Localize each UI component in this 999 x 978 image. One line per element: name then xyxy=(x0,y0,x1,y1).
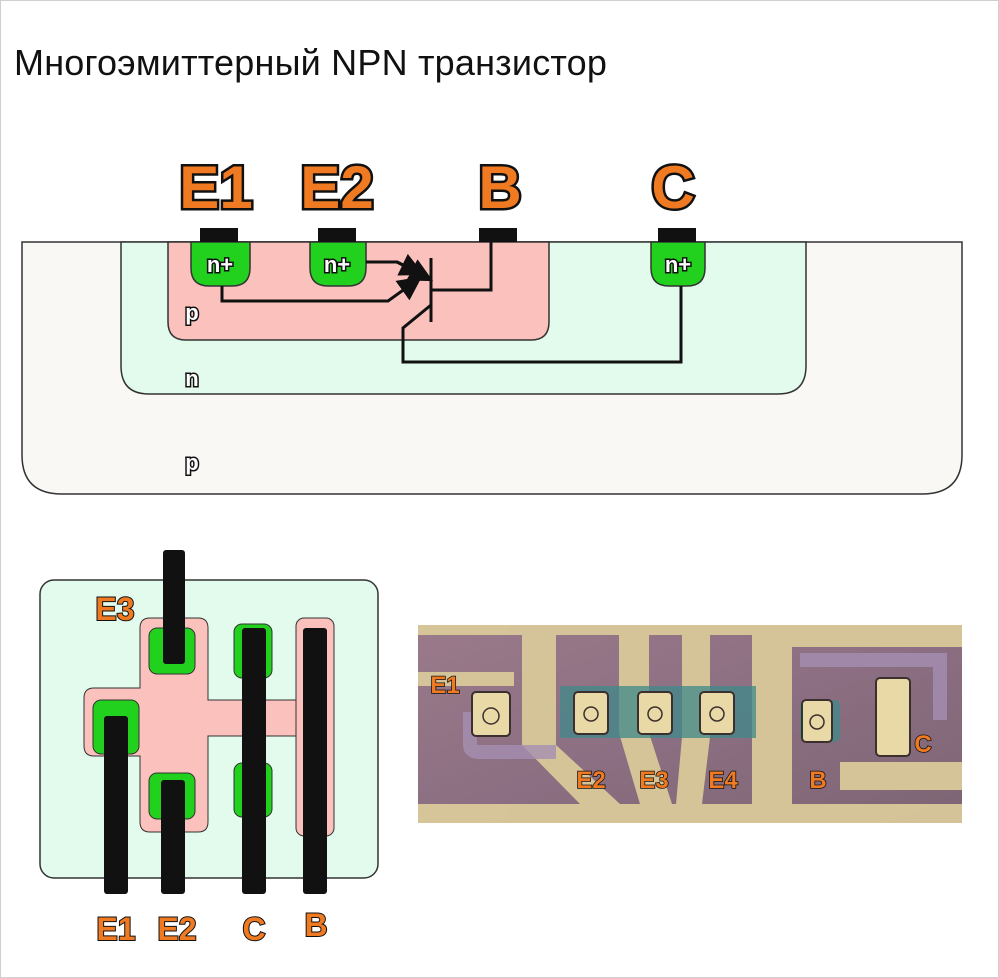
page-title: Многоэмиттерный NPN транзистор xyxy=(14,42,608,83)
layout-label-b: B xyxy=(304,907,327,943)
terminal-label-e2: E2 xyxy=(300,154,373,221)
die-photo: E1 E2 E3 E4 B C xyxy=(418,625,962,823)
photo-label-e3: E3 xyxy=(639,767,668,794)
die-contacts xyxy=(471,677,911,757)
photo-label-e2: E2 xyxy=(576,767,605,794)
layout-p-base xyxy=(83,617,301,833)
photo-label-e1: E1 xyxy=(430,672,459,699)
p-base-label: p xyxy=(185,300,198,325)
terminal-label-e1: E1 xyxy=(179,154,252,221)
n-plus-e1 xyxy=(190,241,251,287)
n-well-label: n xyxy=(185,366,198,391)
die-interconnect xyxy=(463,653,947,759)
cross-section: n+ n+ n+ p n p E1 E2 B C xyxy=(21,152,963,495)
layout-label-e2: E2 xyxy=(157,911,196,947)
emitter-arrow-icons xyxy=(396,259,434,282)
metal-e3 xyxy=(163,550,185,664)
n-plus-e2 xyxy=(309,241,367,287)
metal-b xyxy=(303,628,327,894)
contact-e2 xyxy=(318,228,356,242)
die-contact-dots xyxy=(482,706,825,730)
terminal-label-b: B xyxy=(478,154,521,221)
contact-c xyxy=(658,228,696,242)
layout-label-c: C xyxy=(242,911,265,947)
terminal-label-c: C xyxy=(651,154,694,221)
top-view-layout: E3 E1 E2 C B xyxy=(39,550,379,948)
contact-b xyxy=(479,228,517,242)
n-plus-label-e1: n+ xyxy=(207,252,233,277)
photo-label-b: B xyxy=(809,767,826,794)
metal-e1 xyxy=(104,716,128,894)
metal-c xyxy=(242,628,266,894)
p-base-region xyxy=(167,241,550,341)
photo-label-c: C xyxy=(914,731,931,758)
contact-e1 xyxy=(200,228,238,242)
photo-label-e4: E4 xyxy=(708,767,738,794)
layout-label-e1: E1 xyxy=(96,911,135,947)
n-plus-label-c: n+ xyxy=(665,252,691,277)
n-plus-label-e2: n+ xyxy=(324,252,350,277)
layout-label-e3: E3 xyxy=(95,591,134,627)
n-plus-c xyxy=(650,241,706,287)
metal-e2 xyxy=(161,780,185,894)
p-substrate-label: p xyxy=(185,450,198,475)
